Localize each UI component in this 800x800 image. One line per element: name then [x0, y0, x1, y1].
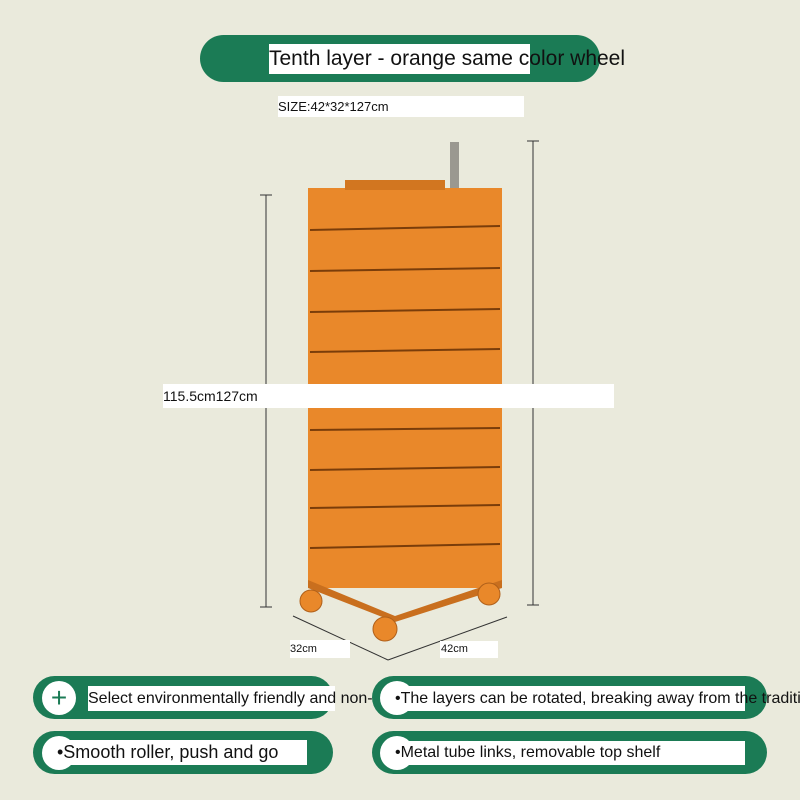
- plus-icon: +: [42, 681, 76, 715]
- height-label: 115.5cm127cm: [163, 384, 614, 408]
- feature-text-2: •The layers can be rotated, breaking awa…: [395, 686, 800, 711]
- feature-text-3: •Smooth roller, push and go: [57, 740, 307, 765]
- feature-text-4: •Metal tube links, removable top shelf: [395, 741, 745, 765]
- size-label: SIZE:42*32*127cm: [278, 96, 524, 117]
- feature-text-1: Select environmentally friendly and non-…: [88, 686, 398, 711]
- width-label: 42cm: [440, 641, 498, 658]
- depth-label: 32cm: [290, 640, 350, 658]
